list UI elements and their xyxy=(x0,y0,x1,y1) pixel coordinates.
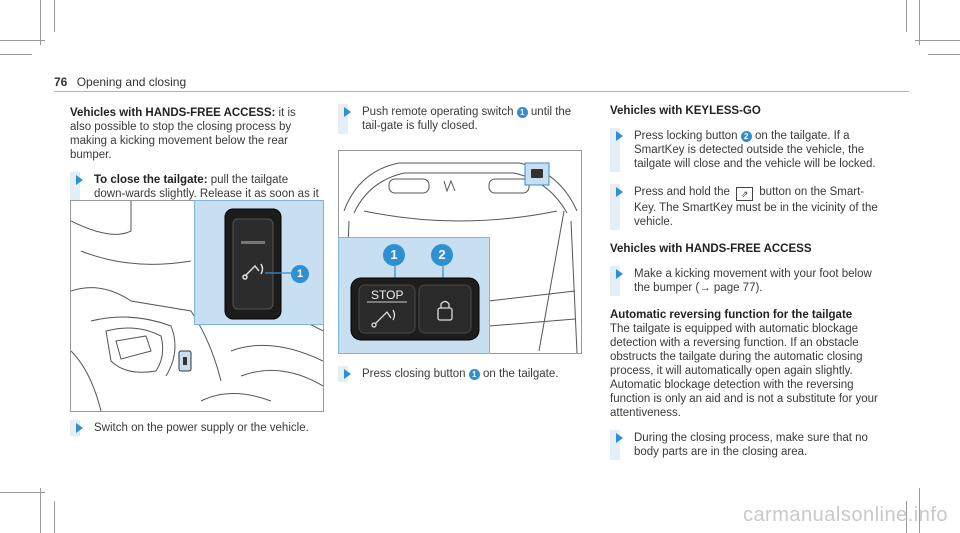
tailgate-close-icon xyxy=(371,309,396,328)
step-arrow-icon xyxy=(616,187,623,197)
crop-mark xyxy=(54,0,55,32)
stop-label: STOP xyxy=(371,288,404,302)
step-arrow-icon xyxy=(344,107,351,117)
step-locking-button: Press locking button 2 on the tailgate. … xyxy=(610,128,878,172)
crop-mark xyxy=(919,488,920,533)
step-close-tailgate: To close the tailgate: pull the tailgate… xyxy=(70,172,320,216)
column-1: Vehicles with HANDS-FREE ACCESS: it is a… xyxy=(70,106,320,228)
step-kicking-movement: Make a kicking movement with your foot b… xyxy=(610,266,878,296)
step-smartkey-button: Press and hold the ⇗ button on the Smart… xyxy=(610,184,878,230)
crop-mark xyxy=(906,501,907,533)
crop-mark xyxy=(40,0,41,45)
crop-mark xyxy=(906,0,907,32)
callout-1: 1 xyxy=(383,244,405,266)
callout-2: 2 xyxy=(431,244,453,266)
watermark: carmanualsonline.info xyxy=(742,504,948,526)
step-arrow-icon xyxy=(616,131,623,141)
step-arrow-icon xyxy=(76,423,83,433)
column-2: Push remote operating switch 1 until the… xyxy=(338,104,588,146)
column-1-bottom: Switch on the power supply or the vehicl… xyxy=(70,420,320,448)
page-number: 76 xyxy=(54,75,68,89)
callout-1: 1 xyxy=(291,265,309,283)
step-closing-button: Press closing button 1 on the tailgate. xyxy=(338,366,588,382)
step-arrow-icon xyxy=(616,433,623,443)
tailgate-illustration xyxy=(343,162,578,353)
header-divider xyxy=(54,91,909,92)
tailgate-key-icon: ⇗ xyxy=(736,187,754,201)
heading-hands-free: Vehicles with HANDS-FREE ACCESS xyxy=(610,243,812,255)
step-arrow-icon xyxy=(76,175,83,185)
lock-icon xyxy=(437,300,453,321)
crop-mark xyxy=(0,40,45,41)
button-detail-panel: 1 2 STOP xyxy=(338,237,490,354)
step-arrow-icon xyxy=(616,269,623,279)
section-title: Opening and closing xyxy=(76,75,187,89)
step-arrow-icon xyxy=(344,369,351,379)
reversing-paragraph: The tailgate is equipped with automatic … xyxy=(610,323,878,419)
switch-detail-panel: 1 xyxy=(194,200,324,325)
column-2-bottom: Press closing button 1 on the tailgate. xyxy=(338,366,588,394)
column-3: Vehicles with KEYLESS-GO Press locking b… xyxy=(610,104,878,472)
heading-reversing-function: Automatic reversing function for the tai… xyxy=(610,309,853,321)
page-header: 76 Opening and closing xyxy=(54,75,186,89)
crop-mark xyxy=(0,54,32,55)
crop-mark xyxy=(928,54,960,55)
crop-mark xyxy=(919,0,920,45)
interior-illustration xyxy=(71,201,323,411)
crop-mark xyxy=(0,492,45,493)
step-power-on: Switch on the power supply or the vehicl… xyxy=(70,420,320,436)
step-safety-warning: During the closing process, make sure th… xyxy=(610,430,878,460)
crop-mark xyxy=(54,501,55,533)
crop-mark xyxy=(915,40,960,41)
step-remote-switch: Push remote operating switch 1 until the… xyxy=(338,104,588,134)
crop-mark xyxy=(40,488,41,533)
intro-paragraph: Vehicles with HANDS-FREE ACCESS: it is a… xyxy=(70,107,296,161)
heading-keyless-go: Vehicles with KEYLESS-GO xyxy=(610,105,761,117)
tailgate-close-icon xyxy=(242,263,264,280)
